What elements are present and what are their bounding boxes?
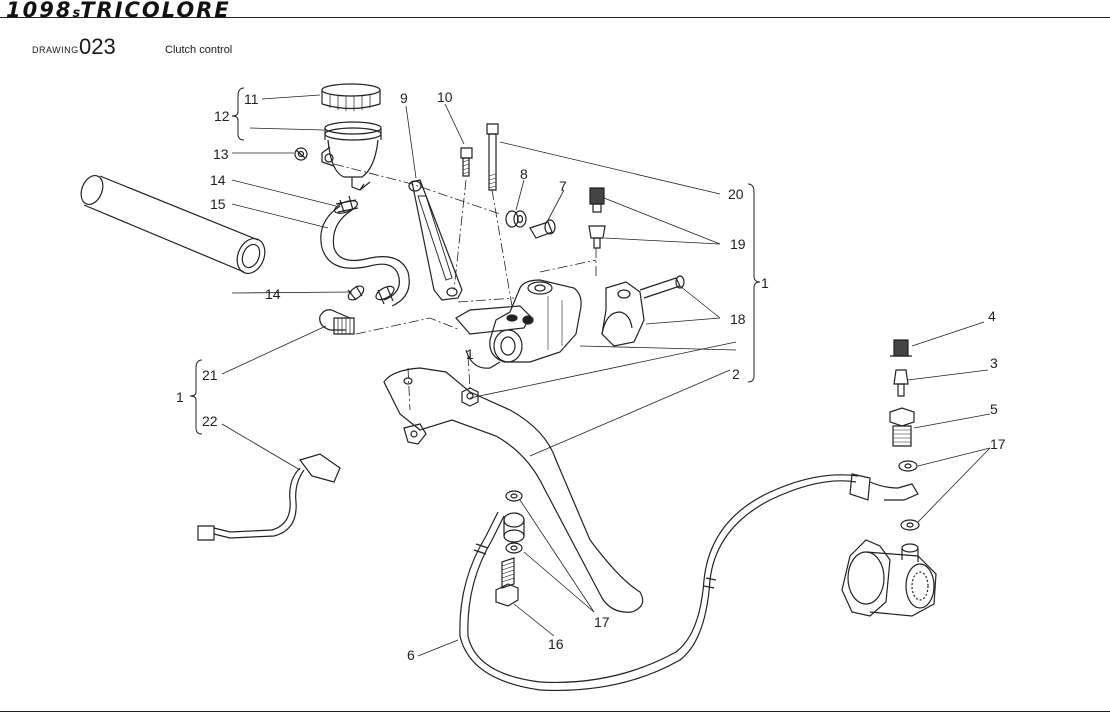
callout-20: 20 [728,186,744,202]
callout-4: 4 [988,308,996,324]
callout-5: 5 [990,401,998,417]
callout-1-left: 1 [176,389,184,405]
callout-9: 9 [400,90,408,106]
drawing-number: 023 [79,34,116,59]
callout-labels: 11 12 13 14 15 14 9 10 8 7 20 19 18 1 21… [176,89,1006,663]
grommet-13 [294,147,308,161]
assembly-lines [333,163,597,411]
screw-20 [486,123,499,191]
pin-7 [529,219,556,239]
callout-17-right: 17 [990,436,1006,452]
footer-rule [0,711,1110,712]
screw-10 [460,147,473,177]
callout-14-upper: 14 [210,172,226,188]
reservoir-hose [320,195,410,307]
bush-8 [505,210,527,228]
clutch-lever [383,367,644,613]
braces [189,87,761,435]
callout-19: 19 [730,236,746,252]
callout-1-center: 1 [466,346,474,362]
clutch-switch-22 [197,453,341,541]
callout-21: 21 [202,367,218,383]
callout-12: 12 [214,108,230,124]
bleed-valves-19 [588,187,606,249]
callout-16: 16 [548,636,564,652]
callout-14-lower: 14 [265,286,281,302]
hose-fittings-21 [319,309,355,335]
drawing-caption: Clutch control [165,44,233,56]
callout-6: 6 [407,647,415,663]
handlebar-tube [80,174,266,274]
reservoir-cap [321,83,381,111]
reservoir [321,121,382,191]
clutch-hose-6 [459,473,919,691]
bleeder-valve-3 [893,369,909,397]
fitting-5 [889,407,915,447]
callout-7: 7 [559,178,567,194]
master-cylinder [455,279,582,369]
handlebar-clamp-18 [601,275,685,347]
bracket-9 [408,179,463,301]
drawing-label: DRAWING [32,45,79,55]
callout-8: 8 [520,166,528,182]
callout-1-right: 1 [761,275,769,291]
washers-17-lower [503,490,525,554]
callout-15: 15 [210,196,226,212]
bleeder-cap-4 [890,339,912,357]
callout-2: 2 [732,366,740,382]
header-title: 1098sTRICOLORE [6,0,231,22]
callout-10: 10 [437,89,453,105]
header-rule [0,17,1110,18]
slave-cylinder [841,539,937,617]
callout-11: 11 [244,91,259,107]
callout-18: 18 [730,311,746,327]
callout-3: 3 [990,355,998,371]
callout-22: 22 [202,413,218,429]
leader-lines [221,94,991,657]
washers-17-right [898,460,920,531]
callout-17-lower: 17 [594,614,610,630]
banjo-bolt-16 [495,557,519,607]
callout-13: 13 [213,146,229,162]
